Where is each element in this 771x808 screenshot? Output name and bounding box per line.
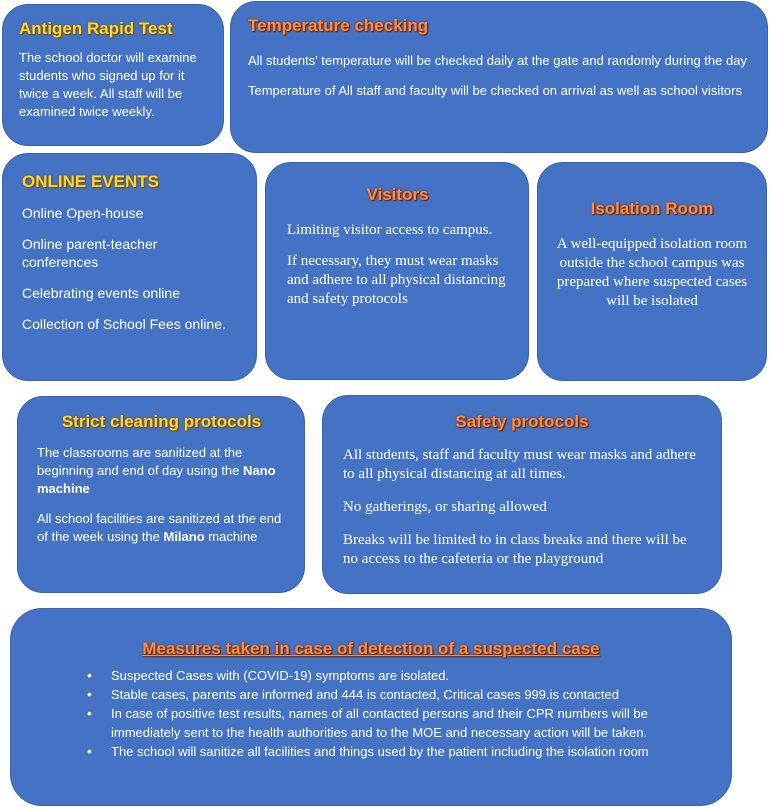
measures-list-item: In case of positive test results, names … bbox=[83, 704, 711, 742]
visitors-text-1: Limiting visitor access to campus. bbox=[287, 222, 493, 238]
safety-title: Safety protocols bbox=[455, 412, 589, 431]
visitors-card: Visitors Limiting visitor access to camp… bbox=[265, 162, 529, 380]
safety-text-3: Breaks will be limited to in class break… bbox=[343, 532, 687, 567]
visitors-title: Visitors bbox=[366, 185, 429, 204]
temperature-card: Temperature checking All students' tempe… bbox=[230, 1, 768, 153]
online-event-item: Collection of School Fees online. bbox=[22, 316, 226, 332]
temperature-text-2: Temperature of All staff and faculty wil… bbox=[248, 83, 742, 98]
cleaning-title: Strict cleaning protocols bbox=[61, 412, 262, 431]
online-events-title: ONLINE EVENTS bbox=[22, 172, 159, 191]
isolation-room-text: A well-equipped isolation room outside t… bbox=[556, 236, 748, 309]
measures-title: Measures taken in case of detection of a… bbox=[142, 639, 600, 658]
measures-list-item: Stable cases, parents are informed and 4… bbox=[83, 685, 711, 704]
cleaning-card: Strict cleaning protocols The classrooms… bbox=[17, 396, 305, 593]
safety-text-2: No gatherings, or sharing allowed bbox=[343, 499, 547, 515]
online-event-item: Online parent-teacher conferences bbox=[22, 236, 158, 270]
online-event-item: Celebrating events online bbox=[22, 285, 180, 301]
temperature-text-1: All students' temperature will be checke… bbox=[248, 53, 747, 68]
antigen-test-text: The school doctor will examine students … bbox=[19, 50, 197, 119]
measures-card: Measures taken in case of detection of a… bbox=[10, 608, 732, 806]
measures-list-item: The school will sanitize all facilities … bbox=[83, 742, 711, 761]
cleaning-text-2: All school facilities are sanitized at t… bbox=[37, 511, 282, 544]
antigen-test-title: Antigen Rapid Test bbox=[19, 19, 173, 38]
measures-list: Suspected Cases with (COVID-19) symptoms… bbox=[83, 666, 711, 761]
safety-text-1: All students, staff and faculty must wea… bbox=[343, 447, 696, 482]
antigen-test-card: Antigen Rapid Test The school doctor wil… bbox=[2, 4, 224, 146]
online-events-card: ONLINE EVENTS Online Open-house Online p… bbox=[2, 153, 257, 381]
measures-list-item: Suspected Cases with (COVID-19) symptoms… bbox=[83, 666, 711, 685]
cleaning-text-1: The classrooms are sanitized at the begi… bbox=[37, 445, 276, 496]
temperature-title: Temperature checking bbox=[248, 16, 429, 35]
visitors-text-2: If necessary, they must wear masks and a… bbox=[287, 253, 506, 307]
isolation-room-title: Isolation Room bbox=[590, 199, 714, 218]
safety-card: Safety protocols All students, staff and… bbox=[322, 395, 722, 594]
isolation-room-card: Isolation Room A well-equipped isolation… bbox=[537, 162, 767, 381]
online-event-item: Online Open-house bbox=[22, 205, 144, 221]
